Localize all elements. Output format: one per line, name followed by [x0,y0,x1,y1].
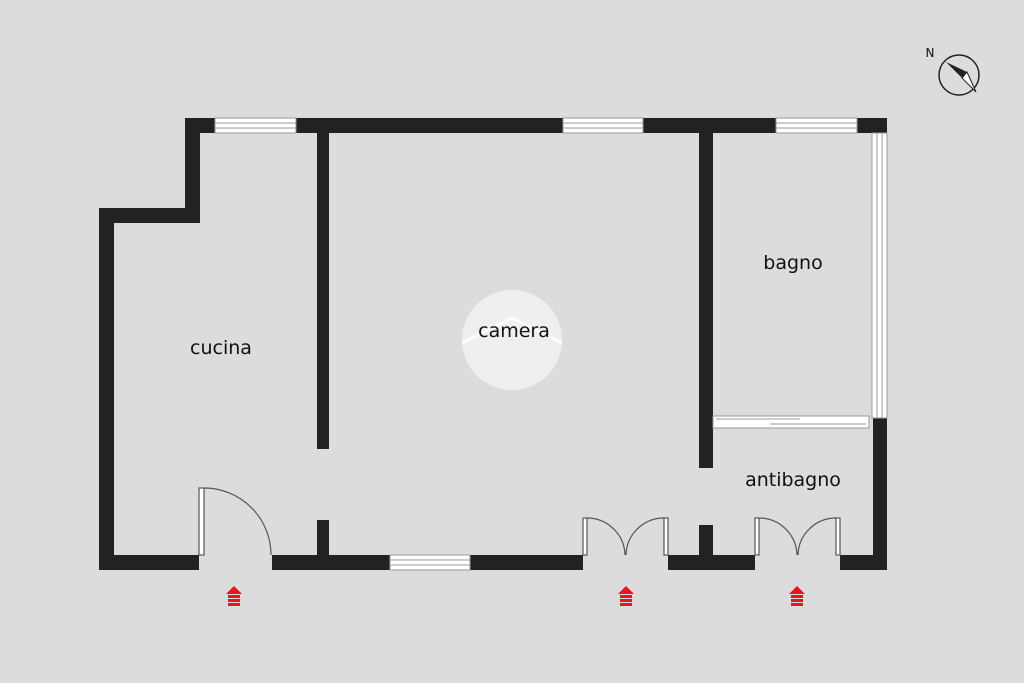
room-label-bagno: bagno [763,252,822,274]
wall-right-lower [873,418,887,570]
house-watermark-icon [461,290,563,390]
compass: N [926,46,980,96]
wall-notch-vertical [185,118,200,223]
wall-bottom-segment-2 [272,555,390,570]
window-top-bedroom [562,117,644,134]
room-label-antibagno: antibagno [745,469,841,491]
window-top-kitchen [214,117,297,134]
wall-bottom-segment-4 [668,555,755,570]
walls [99,118,887,570]
door-antibagno [754,517,841,556]
entrance-arrow-icon [618,586,634,594]
wall-top-right [643,118,776,133]
wall-bottom-segment-3 [470,555,583,570]
wall-top-corner [857,118,887,133]
wall-bottom-segment-1 [99,555,199,570]
window-bottom-bedroom [389,554,471,571]
window-right-bathroom [871,132,888,419]
room-label-camera: camera [478,320,550,342]
entrance-arrow-icon [789,586,805,594]
room-label-cucina: cucina [190,337,252,359]
compass-north-label: N [926,46,935,60]
door-kitchen [198,487,272,556]
entrance-cucina [226,586,242,606]
door-bedroom [582,517,669,556]
entrance-antibagno [789,586,805,606]
wall-partition-bathroom-stub [699,525,713,555]
wall-notch-horizontal [99,208,200,223]
wall-partition-bathroom [699,133,713,468]
entrance-arrow-icon [226,586,242,594]
entrance-camera [618,586,634,606]
wall-partition-kitchen-stub [317,520,329,555]
wall-partition-kitchen [317,133,329,449]
sliding-door-bathroom [712,415,870,429]
wall-top-middle [296,118,563,133]
window-top-bathroom [775,117,858,134]
compass-needle-icon [938,54,980,96]
wall-left [99,208,114,570]
